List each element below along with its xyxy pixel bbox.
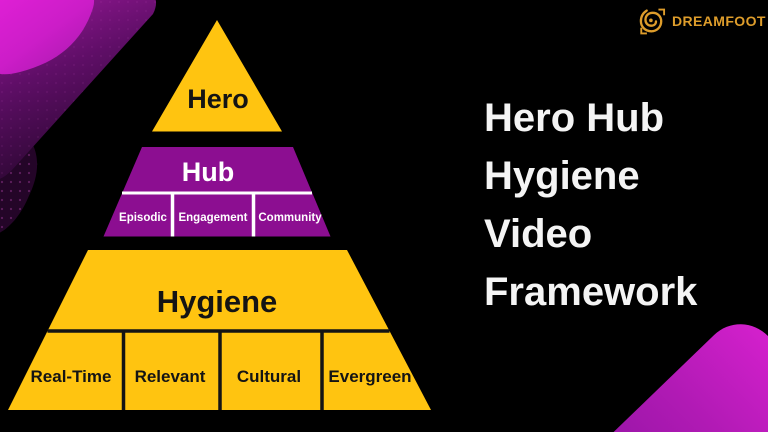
hygiene-segment-relevant: Relevant xyxy=(135,367,206,386)
hygiene-label: Hygiene xyxy=(157,284,278,319)
decor-top-left-inner xyxy=(0,0,95,75)
brand-name: DREAMFOOT xyxy=(672,13,766,29)
hub-label: Hub xyxy=(182,157,234,187)
hub-segment-community: Community xyxy=(258,212,322,224)
title-line-3: Video xyxy=(484,212,593,256)
hub-segment-episodic: Episodic xyxy=(119,212,168,224)
decor-bottom-right xyxy=(584,324,768,432)
title-line-1: Hero Hub xyxy=(484,96,664,140)
dreamfoot-logo-icon xyxy=(639,8,666,35)
hub-segment-engagement: Engagement xyxy=(178,212,247,224)
hygiene-segment-realtime: Real-Time xyxy=(31,367,112,386)
title-line-2: Hygiene xyxy=(484,154,640,198)
hygiene-segment-evergreen: Evergreen xyxy=(328,367,411,386)
page-title: Hero Hub Hygiene Video Framework xyxy=(484,89,697,321)
brand-logo: DREAMFOOT xyxy=(638,7,766,36)
hygiene-segment-cultural: Cultural xyxy=(237,367,301,386)
title-line-4: Framework xyxy=(484,270,698,314)
hero-label: Hero xyxy=(187,84,249,114)
hero-triangle xyxy=(152,20,282,132)
decor-top-left xyxy=(0,0,157,233)
